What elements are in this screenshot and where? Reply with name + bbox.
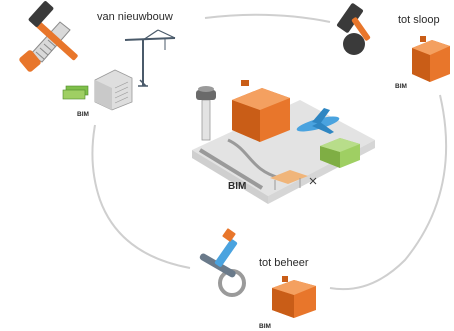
green-building [320,138,360,168]
runway [227,138,281,180]
terminal-building [232,80,290,142]
money-icon [62,85,89,100]
demolition-bim-label: BIM [395,83,407,90]
central-airport-scene: BIM [192,80,375,204]
new-build-bim-label: BIM [77,111,89,118]
hammer-saw-icon [19,1,78,72]
crane-icon [124,29,176,87]
cycle-arc [91,124,191,269]
airplane-icon [296,108,340,134]
airport-tower-icon [196,86,216,141]
management-label: tot beheer [259,257,309,269]
wrecking-ball-icon [337,3,371,55]
runway [198,148,264,190]
management-bim-label: BIM [259,323,271,330]
new-build-label: van nieuwbouw [97,11,173,23]
new-build-stage: van nieuwbouw BIM [19,1,176,118]
ground-equipment [270,170,317,190]
wrench-paintbrush-icon [199,228,246,297]
management-building [272,276,316,318]
center-bim-label: BIM [228,181,246,192]
management-stage: tot beheer BIM [199,228,316,330]
demolition-building [412,36,450,82]
demolition-label: tot sloop [398,14,440,26]
cycle-arc [329,94,448,291]
demolition-stage: tot sloop BIM [337,3,450,90]
cycle-arc [204,13,331,23]
office-building [94,69,133,111]
